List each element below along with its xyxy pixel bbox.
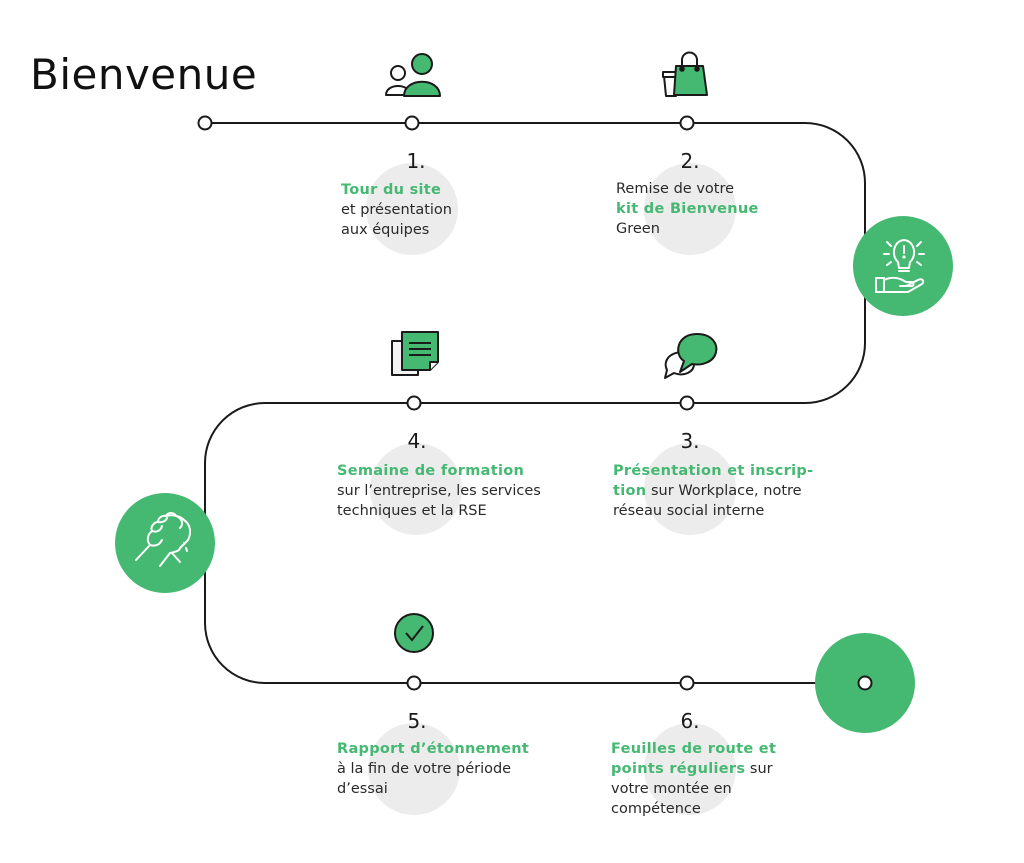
timeline-node-3 (679, 395, 695, 411)
timeline-start-node (197, 115, 213, 131)
body-text: et présentation (341, 202, 452, 218)
step-bubble (368, 723, 460, 815)
step-bubble (366, 163, 458, 255)
description-line: Présentation et inscrip- (613, 461, 813, 481)
highlight-text: Présentation et inscrip- (613, 463, 814, 479)
timeline-end-node (857, 675, 873, 691)
body-text: sur l’entreprise, les services (337, 483, 541, 499)
body-text: sur (745, 761, 773, 777)
highlight-text: tion (613, 483, 647, 499)
timeline-path (204, 122, 866, 684)
body-text: d’essai (337, 781, 388, 797)
description-line: kit de Bienvenue (616, 199, 759, 219)
highlight-text: Semaine de formation (337, 463, 525, 479)
body-text: sur Workplace, notre (646, 483, 802, 499)
description-line: aux équipes (341, 220, 452, 240)
step-number: 4. (407, 429, 427, 453)
description-line: Feuilles de route et (611, 739, 776, 759)
body-text: compétence (611, 801, 701, 817)
step-bubble (370, 443, 462, 535)
documents-icon (391, 331, 439, 376)
description-line: votre montée en (611, 779, 776, 799)
step-description: Rapport d’étonnement à la fin de votre pé… (337, 739, 529, 799)
highlight-text: Rapport d’étonnement (337, 741, 530, 757)
step-number: 5. (407, 709, 427, 733)
body-text: Green (616, 221, 660, 237)
description-line: points réguliers sur (611, 759, 776, 779)
handshake-icon (135, 512, 192, 567)
description-line: Semaine de formation (337, 461, 541, 481)
step-description: Feuilles de route et points réguliers sur… (611, 739, 776, 819)
body-text: Remise de votre (616, 181, 735, 197)
step-number: 6. (680, 709, 700, 733)
body-text: réseau social interne (613, 503, 765, 519)
step-bubble (644, 163, 736, 255)
step-description: Semaine de formation sur l’entreprise, le… (337, 461, 541, 521)
body-text: à la fin de votre période (337, 761, 512, 777)
description-line: sur l’entreprise, les services (337, 481, 541, 501)
badge-handshake-bg (115, 493, 215, 593)
description-line: Remise de votre (616, 179, 759, 199)
description-line: d’essai (337, 779, 529, 799)
step-description: Tour du site et présentation aux équipes (341, 180, 452, 240)
description-line: réseau social interne (613, 501, 813, 521)
description-line: compétence (611, 799, 776, 819)
description-line: Tour du site (341, 180, 452, 200)
step-number: 1. (406, 149, 426, 173)
description-line: et présentation (341, 200, 452, 220)
lightbulb-hand-icon (875, 239, 925, 293)
step-number: 3. (680, 429, 700, 453)
step-number: 2. (680, 149, 700, 173)
team-icon (385, 53, 441, 97)
description-line: Green (616, 219, 759, 239)
description-line: à la fin de votre période (337, 759, 529, 779)
description-line: tion sur Workplace, notre (613, 481, 813, 501)
check-circle-icon (394, 613, 434, 653)
timeline-node-6 (679, 675, 695, 691)
highlight-text: kit de Bienvenue (616, 201, 759, 217)
step-description: Présentation et inscrip-tion sur Workpla… (613, 461, 813, 521)
step-bubble (644, 723, 736, 815)
timeline-node-5 (406, 675, 422, 691)
timeline-node-1 (404, 115, 420, 131)
highlight-text: Tour du site (341, 182, 442, 198)
body-text: aux équipes (341, 222, 430, 238)
badge-lightbulb-bg (853, 216, 953, 316)
timeline-node-2 (679, 115, 695, 131)
description-line: techniques et la RSE (337, 501, 541, 521)
highlight-text: Feuilles de route et (611, 741, 777, 757)
step-bubble (644, 443, 736, 535)
timeline-node-4 (406, 395, 422, 411)
shopping-bag-icon (662, 51, 708, 97)
body-text: techniques et la RSE (337, 503, 487, 519)
chat-bubbles-icon (664, 333, 718, 379)
body-text: votre montée en (611, 781, 732, 797)
highlight-text: points réguliers (611, 761, 746, 777)
page-title: Bienvenue (30, 50, 258, 99)
description-line: Rapport d’étonnement (337, 739, 529, 759)
